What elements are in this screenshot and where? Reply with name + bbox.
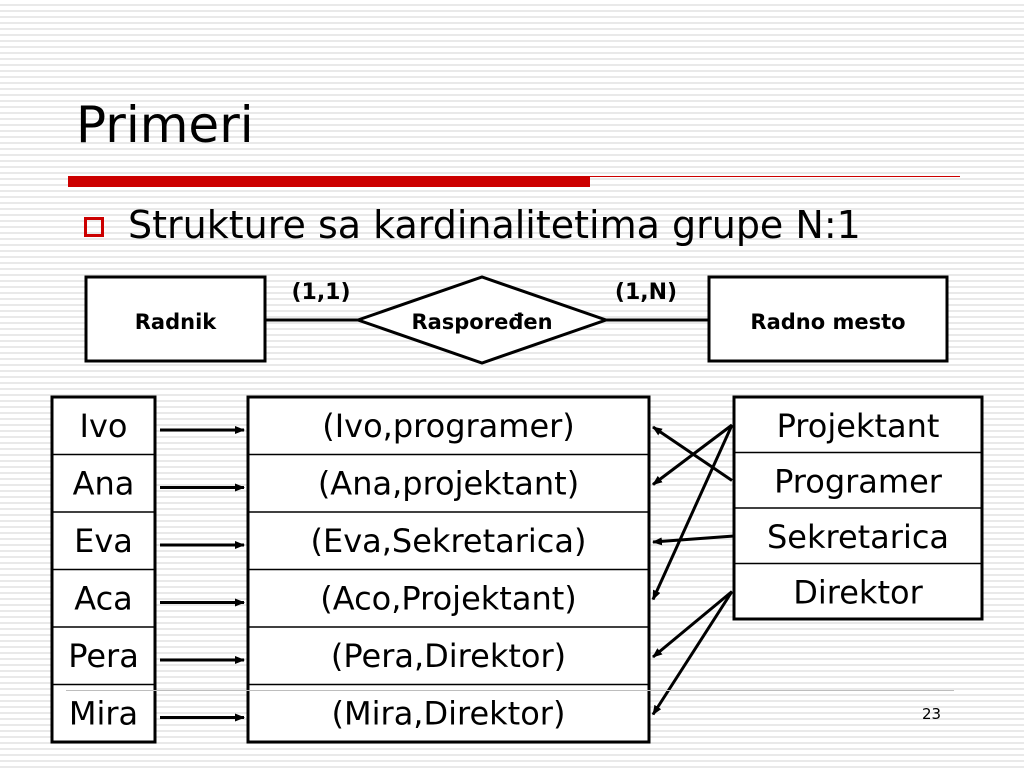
cardinality-right: (1,N) bbox=[615, 280, 677, 305]
position-arrow bbox=[652, 590, 733, 659]
worker-cell: Mira bbox=[69, 695, 138, 733]
pair-cell: (Pera,Direktor) bbox=[331, 637, 566, 675]
worker-cell: Aca bbox=[74, 580, 133, 618]
pair-cell: (Aco,Projektant) bbox=[320, 580, 577, 618]
worker-cell: Pera bbox=[68, 637, 139, 675]
relationship-rasporedjen-label: Raspoređen bbox=[411, 310, 552, 334]
bullet-square-icon bbox=[84, 217, 104, 237]
worker-cell: Eva bbox=[74, 522, 133, 560]
position-cell: Projektant bbox=[777, 407, 940, 445]
title-underline bbox=[68, 176, 590, 187]
position-arrow bbox=[652, 534, 735, 546]
entity-radnik-label: Radnik bbox=[135, 310, 218, 334]
pairs-table: (Ivo,programer) (Ana,projektant) (Eva,Sekr… bbox=[246, 395, 651, 744]
entity-radno-mesto-label: Radno mesto bbox=[750, 310, 905, 334]
pair-cell: (Mira,Direktor) bbox=[332, 695, 566, 733]
bullet-text: Strukture sa kardinalitetima grupe N:1 bbox=[128, 203, 861, 247]
position-arrow bbox=[652, 423, 733, 486]
position-cell: Direktor bbox=[793, 574, 923, 612]
worker-cell: Ana bbox=[73, 465, 135, 503]
title-underline-thin bbox=[590, 176, 960, 177]
entity-radno-mesto-box bbox=[707, 275, 949, 363]
worker-cell: Ivo bbox=[80, 407, 128, 445]
worker-to-pair-arrows bbox=[160, 426, 245, 722]
position-cell: Sekretarica bbox=[767, 518, 949, 556]
cardinality-left: (1,1) bbox=[291, 280, 350, 305]
footer-divider bbox=[66, 690, 954, 691]
pair-cell: (Ana,projektant) bbox=[318, 465, 579, 503]
position-arrow bbox=[651, 424, 734, 601]
page-number: 23 bbox=[922, 705, 942, 723]
position-cell: Programer bbox=[774, 463, 943, 501]
position-to-pair-arrows bbox=[651, 423, 735, 716]
entity-radnik-box bbox=[84, 275, 267, 363]
slide-title: Primeri bbox=[76, 96, 254, 154]
position-arrow bbox=[651, 590, 734, 716]
pair-cell: (Eva,Sekretarica) bbox=[311, 522, 587, 560]
pair-cell: (Ivo,programer) bbox=[322, 407, 575, 445]
